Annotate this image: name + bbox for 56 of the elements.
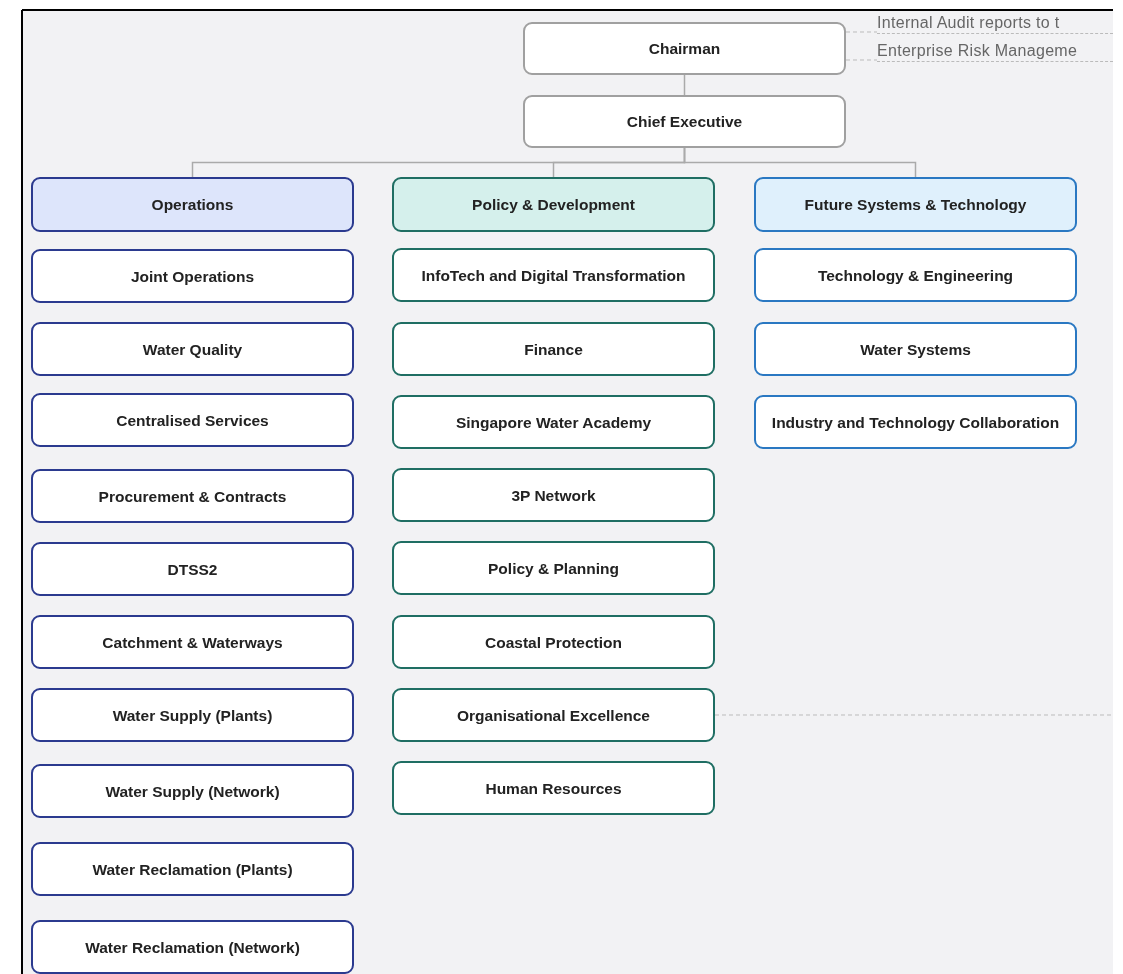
box-label: Industry and Technology Collaboration (771, 412, 1060, 433)
box-label: Organisational Excellence (457, 705, 650, 726)
department-box (392, 615, 715, 669)
division-box (392, 177, 715, 232)
department-box (31, 393, 354, 447)
department-box (31, 249, 354, 303)
department-box (31, 542, 354, 596)
box-label: InfoTech and Digital Transformation (421, 265, 686, 286)
department-box (392, 761, 715, 815)
box-label: Water Quality (142, 339, 243, 360)
department-box (392, 541, 715, 595)
box-label: Future Systems & Technology (804, 195, 1027, 215)
department-box (31, 842, 354, 896)
box-label: Chief Executive (626, 112, 743, 132)
box-label: Catchment & Waterways (102, 632, 283, 653)
box-label: Procurement & Contracts (98, 486, 287, 507)
department-box (754, 248, 1077, 302)
org-box (523, 95, 846, 148)
box-label: Water Reclamation (Plants) (92, 859, 293, 880)
box-label: Coastal Protection (485, 632, 622, 653)
box-label: DTSS2 (167, 559, 218, 580)
division-box (754, 177, 1077, 232)
department-box (392, 395, 715, 449)
box-label: Joint Operations (130, 266, 255, 287)
box-label: Human Resources (485, 778, 622, 799)
box-label: Chairman (648, 39, 721, 59)
box-label: Water Supply (Plants) (112, 705, 273, 726)
box-label: Centralised Services (116, 410, 269, 431)
department-box (31, 322, 354, 376)
box-label: Technology & Engineering (817, 265, 1014, 286)
department-box (754, 322, 1077, 376)
department-box (31, 688, 354, 742)
box-label: Water Systems (860, 339, 971, 360)
department-box (31, 469, 354, 523)
department-box (392, 468, 715, 522)
box-label: Singapore Water Academy (455, 412, 652, 433)
department-box (392, 248, 715, 302)
connector-line (683, 74, 686, 96)
org-box (523, 22, 846, 75)
department-box (754, 395, 1077, 449)
department-box (31, 764, 354, 818)
division-box (31, 177, 354, 232)
box-label: Policy & Planning (488, 558, 619, 579)
box-label: Finance (524, 339, 583, 360)
note-text: Enterprise Risk Manageme (877, 36, 1113, 62)
box-label: Policy & Development (472, 195, 635, 215)
box-label: Operations (151, 195, 234, 215)
note-text: Internal Audit reports to t (877, 12, 1113, 34)
department-box (31, 920, 354, 974)
department-box (31, 615, 354, 669)
department-box (392, 688, 715, 742)
box-label: Water Supply (Network) (105, 781, 280, 802)
connector-line (683, 147, 917, 178)
box-label: Water Reclamation (Network) (85, 937, 300, 958)
box-label: 3P Network (511, 485, 596, 506)
department-box (392, 322, 715, 376)
